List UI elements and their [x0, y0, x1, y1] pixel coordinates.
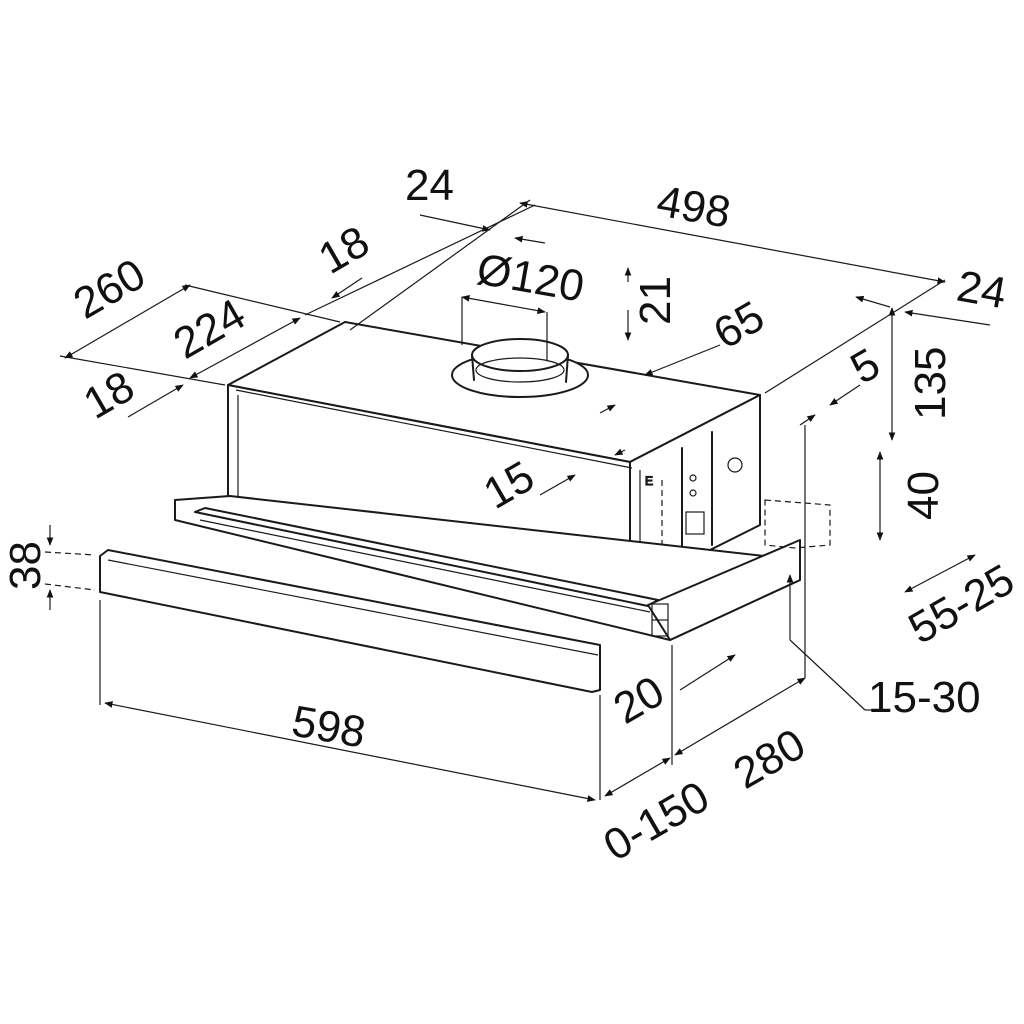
dim-top-offset-left: 24 [405, 161, 454, 210]
dimension-lines [44, 199, 991, 802]
dim-depth-inner: 224 [166, 290, 254, 369]
dim-side-offset: 5 [843, 339, 889, 394]
dim-duct-height: 21 [631, 276, 680, 325]
dim-rear-range: 55-25 [901, 555, 1023, 654]
dim-duct-offset: 65 [706, 292, 773, 359]
dim-duct-diameter: Ø120 [473, 245, 588, 312]
dim-bottom-depth: 280 [726, 720, 814, 799]
dim-top-offset-right: 24 [953, 262, 1010, 319]
dim-extension-range: 0-150 [596, 772, 718, 871]
dim-rear-height: 40 [899, 471, 948, 520]
dim-edge-range: 15-30 [868, 673, 981, 722]
duct-collar [451, 338, 589, 398]
dim-overall-width: 598 [288, 697, 369, 758]
dim-body-height: 135 [906, 347, 955, 420]
svg-text:E: E [645, 474, 653, 488]
dim-top-width: 498 [653, 177, 734, 238]
dim-depth-offset-front: 18 [76, 362, 143, 429]
dim-depth-total: 260 [66, 250, 154, 329]
dim-visor-height: 38 [1, 541, 50, 590]
dim-visor-depth-offset: 20 [606, 667, 673, 734]
dim-depth-offset-back: 18 [311, 217, 378, 284]
telescopic-visor [99, 495, 831, 693]
